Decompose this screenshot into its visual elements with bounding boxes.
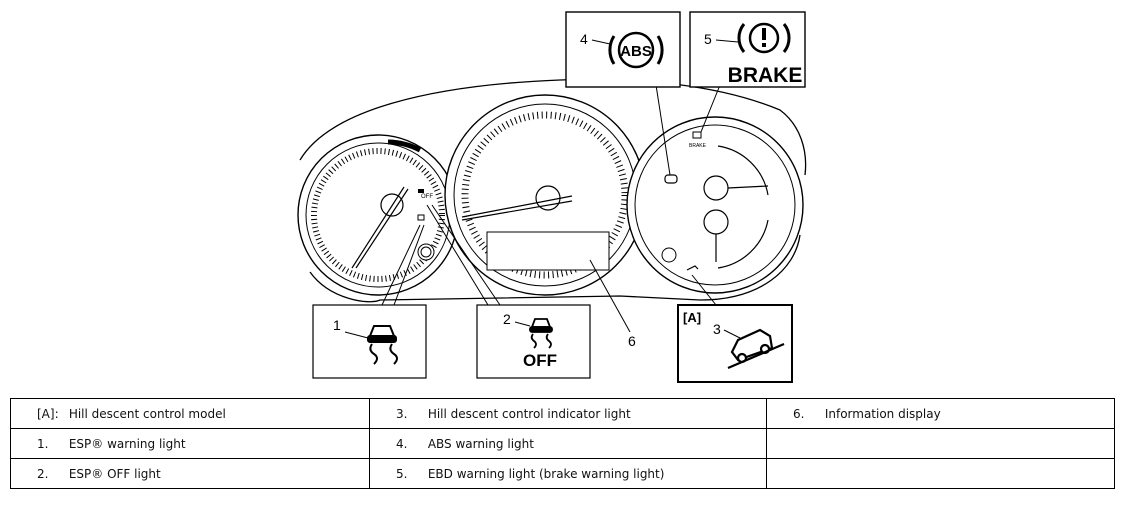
svg-text:BRAKE: BRAKE xyxy=(689,143,707,149)
callout-number-6: 6 xyxy=(628,333,636,349)
information-display xyxy=(486,231,610,271)
svg-text:ABS: ABS xyxy=(620,43,652,60)
esp-off-mini-icon: OFF xyxy=(421,194,433,200)
esp-skid-icon xyxy=(367,325,398,365)
esp-warning-callout: 1 xyxy=(312,304,427,379)
tachometer-gauge: OFF xyxy=(297,134,459,296)
abs-mini-icon xyxy=(664,174,678,184)
callout-number-5: 5 xyxy=(704,31,712,47)
hill-descent-mini-icon xyxy=(686,265,699,271)
instrument-cluster-diagram: OFF BRAKE xyxy=(297,11,807,383)
callout-number-4: 4 xyxy=(580,31,588,47)
svg-text:OFF: OFF xyxy=(523,351,557,370)
abs-warning-callout: 4 ABS xyxy=(565,11,681,88)
svg-text:BRAKE: BRAKE xyxy=(728,64,803,87)
callout-number-3: 3 xyxy=(713,321,721,337)
leader-lines xyxy=(381,84,721,333)
brake-mini-icon xyxy=(692,131,702,139)
legend-cell: 5. EBD warning light (brake warning ligh… xyxy=(369,458,767,489)
hill-descent-callout: [A] 3 xyxy=(677,304,793,383)
legend-table: [A]: Hill descent control model 3. Hill … xyxy=(10,398,1115,489)
legend-cell: 2. ESP® OFF light xyxy=(10,458,370,489)
legend-cell: 3. Hill descent control indicator light xyxy=(369,398,767,429)
esp-off-callout: 2 OFF xyxy=(476,304,591,379)
hill-descent-icon xyxy=(727,328,785,370)
table-row: 2. ESP® OFF light 5. EBD warning light (… xyxy=(10,458,1115,489)
esp-off-icon xyxy=(529,318,553,349)
legend-cell: 1. ESP® warning light xyxy=(10,428,370,459)
fuel-temp-gauge: BRAKE xyxy=(626,116,804,294)
table-row: [A]: Hill descent control model 3. Hill … xyxy=(10,398,1115,429)
callout-number-1: 1 xyxy=(333,317,341,333)
legend-cell: [A]: Hill descent control model xyxy=(10,398,370,429)
speedometer-gauge xyxy=(444,94,646,296)
callout-number-2: 2 xyxy=(503,311,511,327)
brake-warning-callout: 5 BRAKE xyxy=(689,11,806,88)
abs-icon: ABS xyxy=(608,31,664,69)
model-tag-a: [A] xyxy=(683,310,701,325)
legend-cell: 4. ABS warning light xyxy=(369,428,767,459)
brake-icon: BRAKE xyxy=(728,22,803,87)
legend-cell: 6. Information display xyxy=(766,398,1115,429)
table-row: 1. ESP® warning light 4. ABS warning lig… xyxy=(10,428,1115,459)
legend-cell xyxy=(766,428,1115,459)
legend-cell xyxy=(766,458,1115,489)
